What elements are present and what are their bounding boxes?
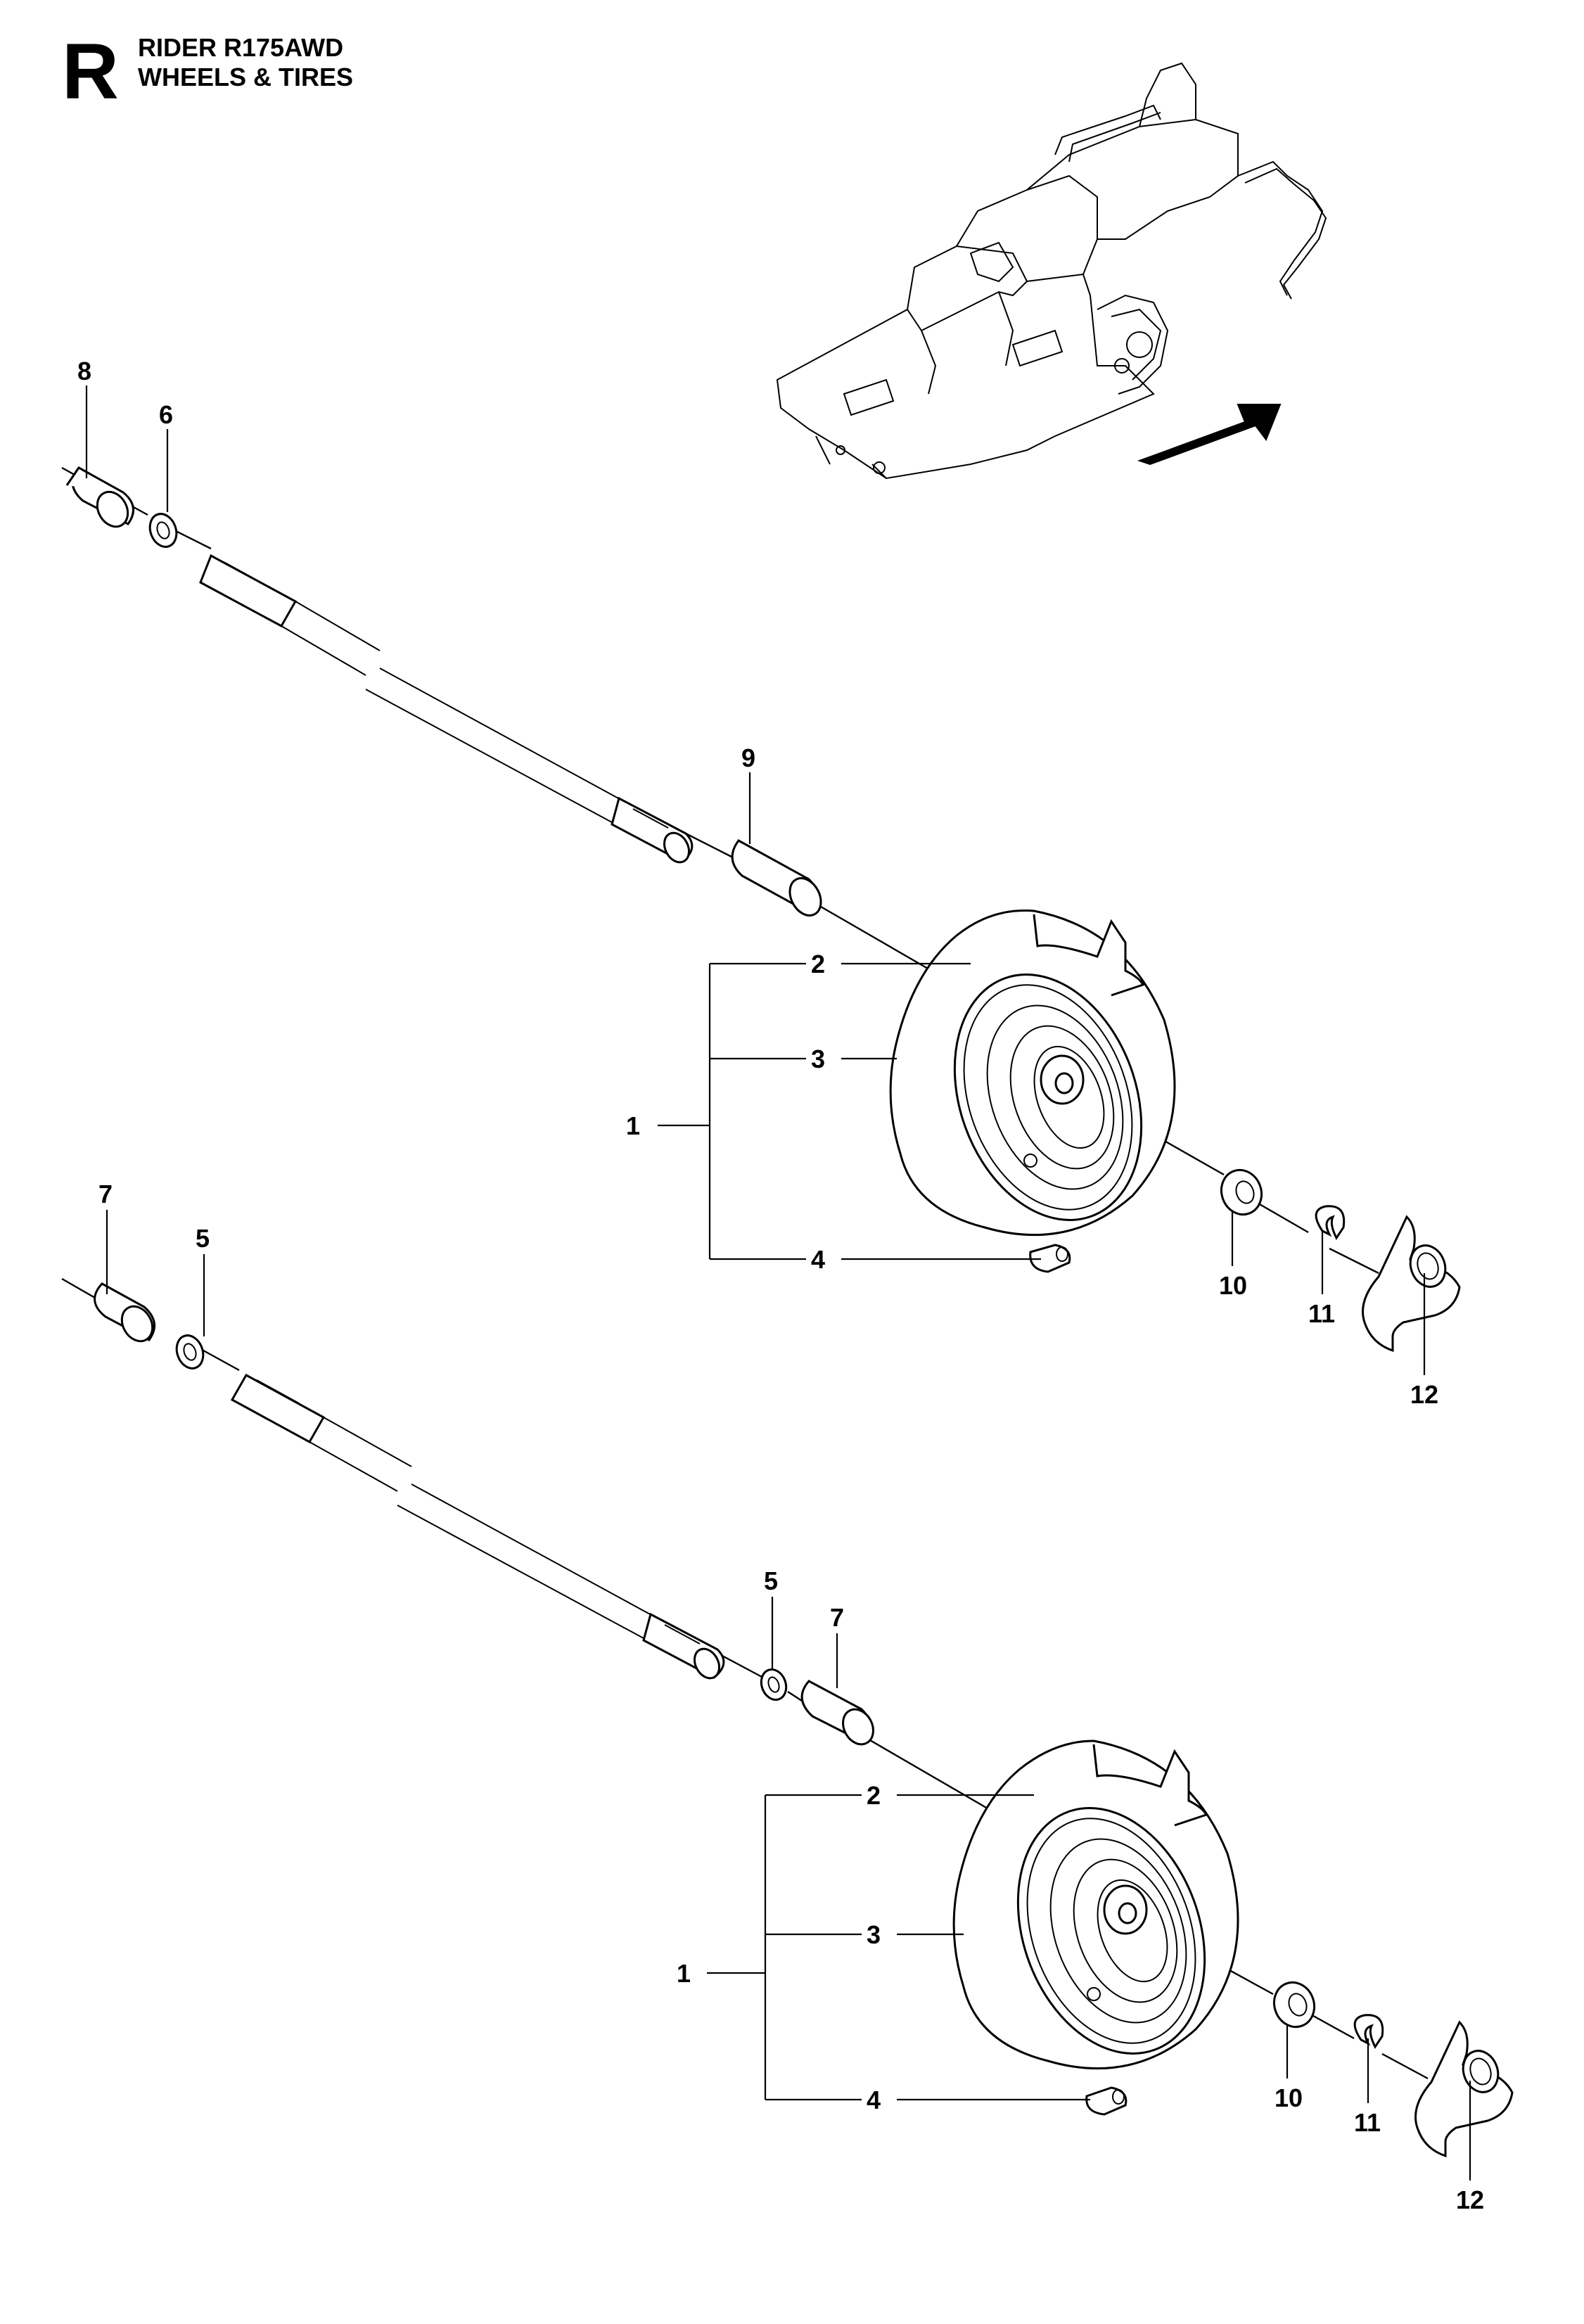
callout-7: 7	[98, 1180, 113, 1208]
washer-10	[1220, 1168, 1263, 1216]
model-title: RIDER R175AWD	[138, 33, 343, 62]
washer-5-left	[175, 1334, 205, 1370]
callout-5: 5	[764, 1566, 778, 1595]
callout-3: 3	[867, 1920, 881, 1949]
axle-shaft-upper	[199, 554, 694, 864]
wheel-lower	[952, 1739, 1239, 2070]
wheel-upper	[889, 909, 1176, 1237]
valve-stem-4	[1085, 2086, 1128, 2116]
callout-5: 5	[196, 1224, 210, 1253]
arrow-up-right-icon	[1137, 404, 1282, 466]
retaining-ring-11	[1315, 1205, 1346, 1240]
upper-assembly: 8 6 9 2 3 1 4 10 11 12	[61, 357, 1461, 1409]
header: R RIDER R175AWD WHEELS & TIRES	[62, 27, 353, 115]
callout-10: 10	[1275, 2083, 1303, 2112]
spacer-8	[65, 466, 134, 528]
spacer-7-right	[800, 1680, 874, 1746]
callout-2: 2	[811, 950, 825, 978]
callout-4: 4	[811, 1245, 825, 1274]
wheel-cap-12	[1362, 1215, 1461, 1353]
valve-stem-4	[1029, 1244, 1071, 1273]
callout-9: 9	[741, 743, 755, 772]
spacer-9	[731, 839, 822, 917]
washer-5-right	[760, 1668, 788, 1701]
callout-7: 7	[830, 1603, 844, 1632]
callout-3: 3	[811, 1045, 825, 1073]
callout-12: 12	[1410, 1380, 1438, 1409]
section-title: WHEELS & TIRES	[138, 63, 353, 91]
washer-6	[148, 513, 178, 548]
callout-6: 6	[159, 400, 173, 429]
washer-10	[1273, 1981, 1315, 2029]
axle-shaft-lower	[230, 1373, 725, 1680]
callout-11: 11	[1354, 2108, 1381, 2137]
callout-1: 1	[677, 1959, 691, 1988]
callout-8: 8	[77, 357, 91, 385]
wheel-cap-12	[1414, 2020, 1514, 2158]
lower-assembly: 7 5 5 7 2 3 1 4 10 11 12	[61, 1180, 1514, 2214]
retaining-ring-11	[1353, 2014, 1384, 2049]
callout-2: 2	[867, 1781, 881, 1810]
section-letter: R	[62, 27, 119, 115]
tractor-frame-locator	[776, 62, 1327, 480]
callout-1: 1	[626, 1111, 640, 1140]
callout-4: 4	[867, 2086, 881, 2114]
spacer-7-left	[94, 1282, 155, 1343]
callout-11: 11	[1308, 1299, 1335, 1328]
callout-10: 10	[1219, 1271, 1247, 1300]
callout-12: 12	[1456, 2185, 1484, 2214]
